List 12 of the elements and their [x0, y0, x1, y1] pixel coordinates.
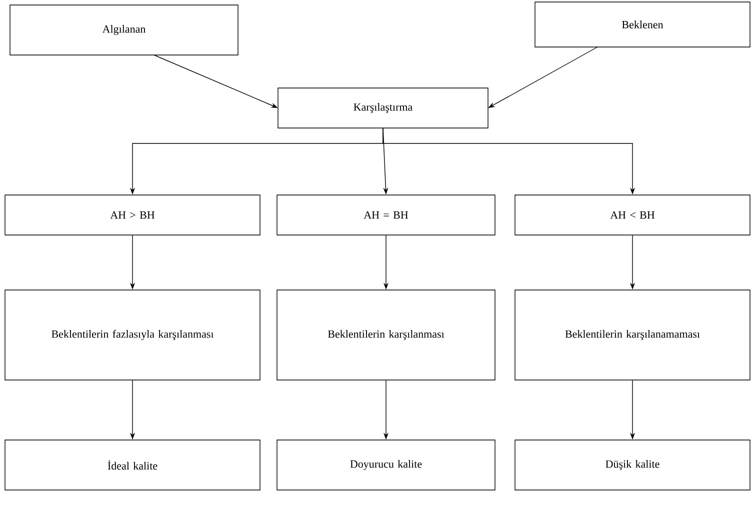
process-box: Düşik kalite [514, 440, 750, 490]
process-box: AH = BH [276, 194, 496, 236]
process-box: Algılanan [10, 4, 238, 56]
process-box: Beklentilerin karşılanması [276, 290, 496, 380]
process-box: Beklenen [534, 2, 750, 48]
process-box: İdeal kalite [4, 440, 260, 490]
process-box: Doyurucu kalite [276, 440, 496, 490]
process-box: AH < BH [514, 194, 750, 236]
process-box: Karşılaştırma [278, 88, 488, 128]
process-box: Beklentilerin fazlasıyla karşılanması [4, 290, 260, 380]
process-box: AH > BH [4, 194, 260, 236]
process-box: Beklentilerin karşılanamaması [514, 290, 750, 380]
